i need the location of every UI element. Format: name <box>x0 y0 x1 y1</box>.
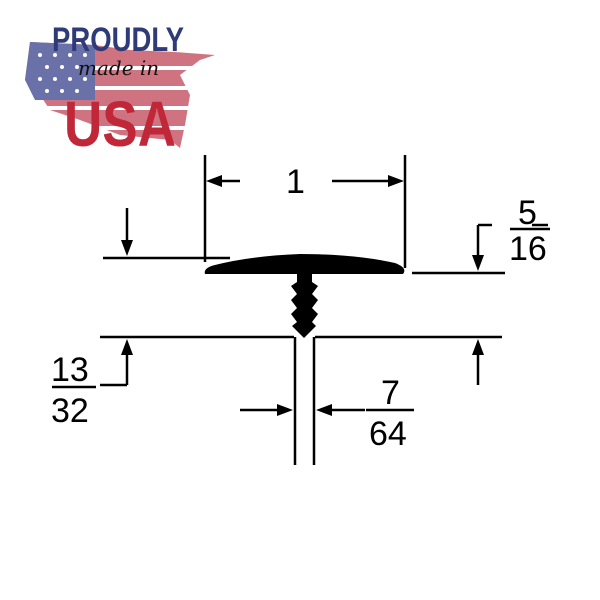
dimension-lines <box>100 155 548 465</box>
dimension-cap-thickness: 5 16 <box>509 194 550 268</box>
made-in-usa-logo: PROUDLY made in USA <box>25 21 215 160</box>
arrow-left-icon <box>316 404 332 416</box>
flag-canton <box>25 42 95 100</box>
arrow-right-icon <box>388 175 404 187</box>
dimension-stem-depth: 13 32 <box>51 351 96 430</box>
dimension-width: 1 <box>286 163 305 201</box>
logo-made-in: made in <box>78 56 159 80</box>
flag-stripes <box>40 66 200 130</box>
arrow-up-icon <box>121 339 133 355</box>
arrow-down-icon <box>121 240 133 256</box>
fraction-denominator: 64 <box>369 415 407 453</box>
fraction-numerator: 5 <box>518 194 537 232</box>
arrow-right-icon <box>277 404 293 416</box>
t-molding-profile <box>204 254 405 338</box>
arrow-left-icon <box>206 175 222 187</box>
arrow-down-icon <box>472 255 484 271</box>
dimension-stem-width: 7 64 <box>366 374 414 453</box>
logo-usa: USA <box>64 88 176 160</box>
fraction-denominator: 16 <box>509 230 547 268</box>
dimension-arrows <box>121 175 484 416</box>
flag-stars <box>38 53 87 93</box>
arrow-up-icon <box>472 339 484 355</box>
fraction-numerator: 13 <box>51 351 89 389</box>
fraction-numerator: 7 <box>381 374 400 412</box>
logo-proudly: PROUDLY <box>52 21 184 59</box>
fraction-denominator: 32 <box>51 392 89 430</box>
